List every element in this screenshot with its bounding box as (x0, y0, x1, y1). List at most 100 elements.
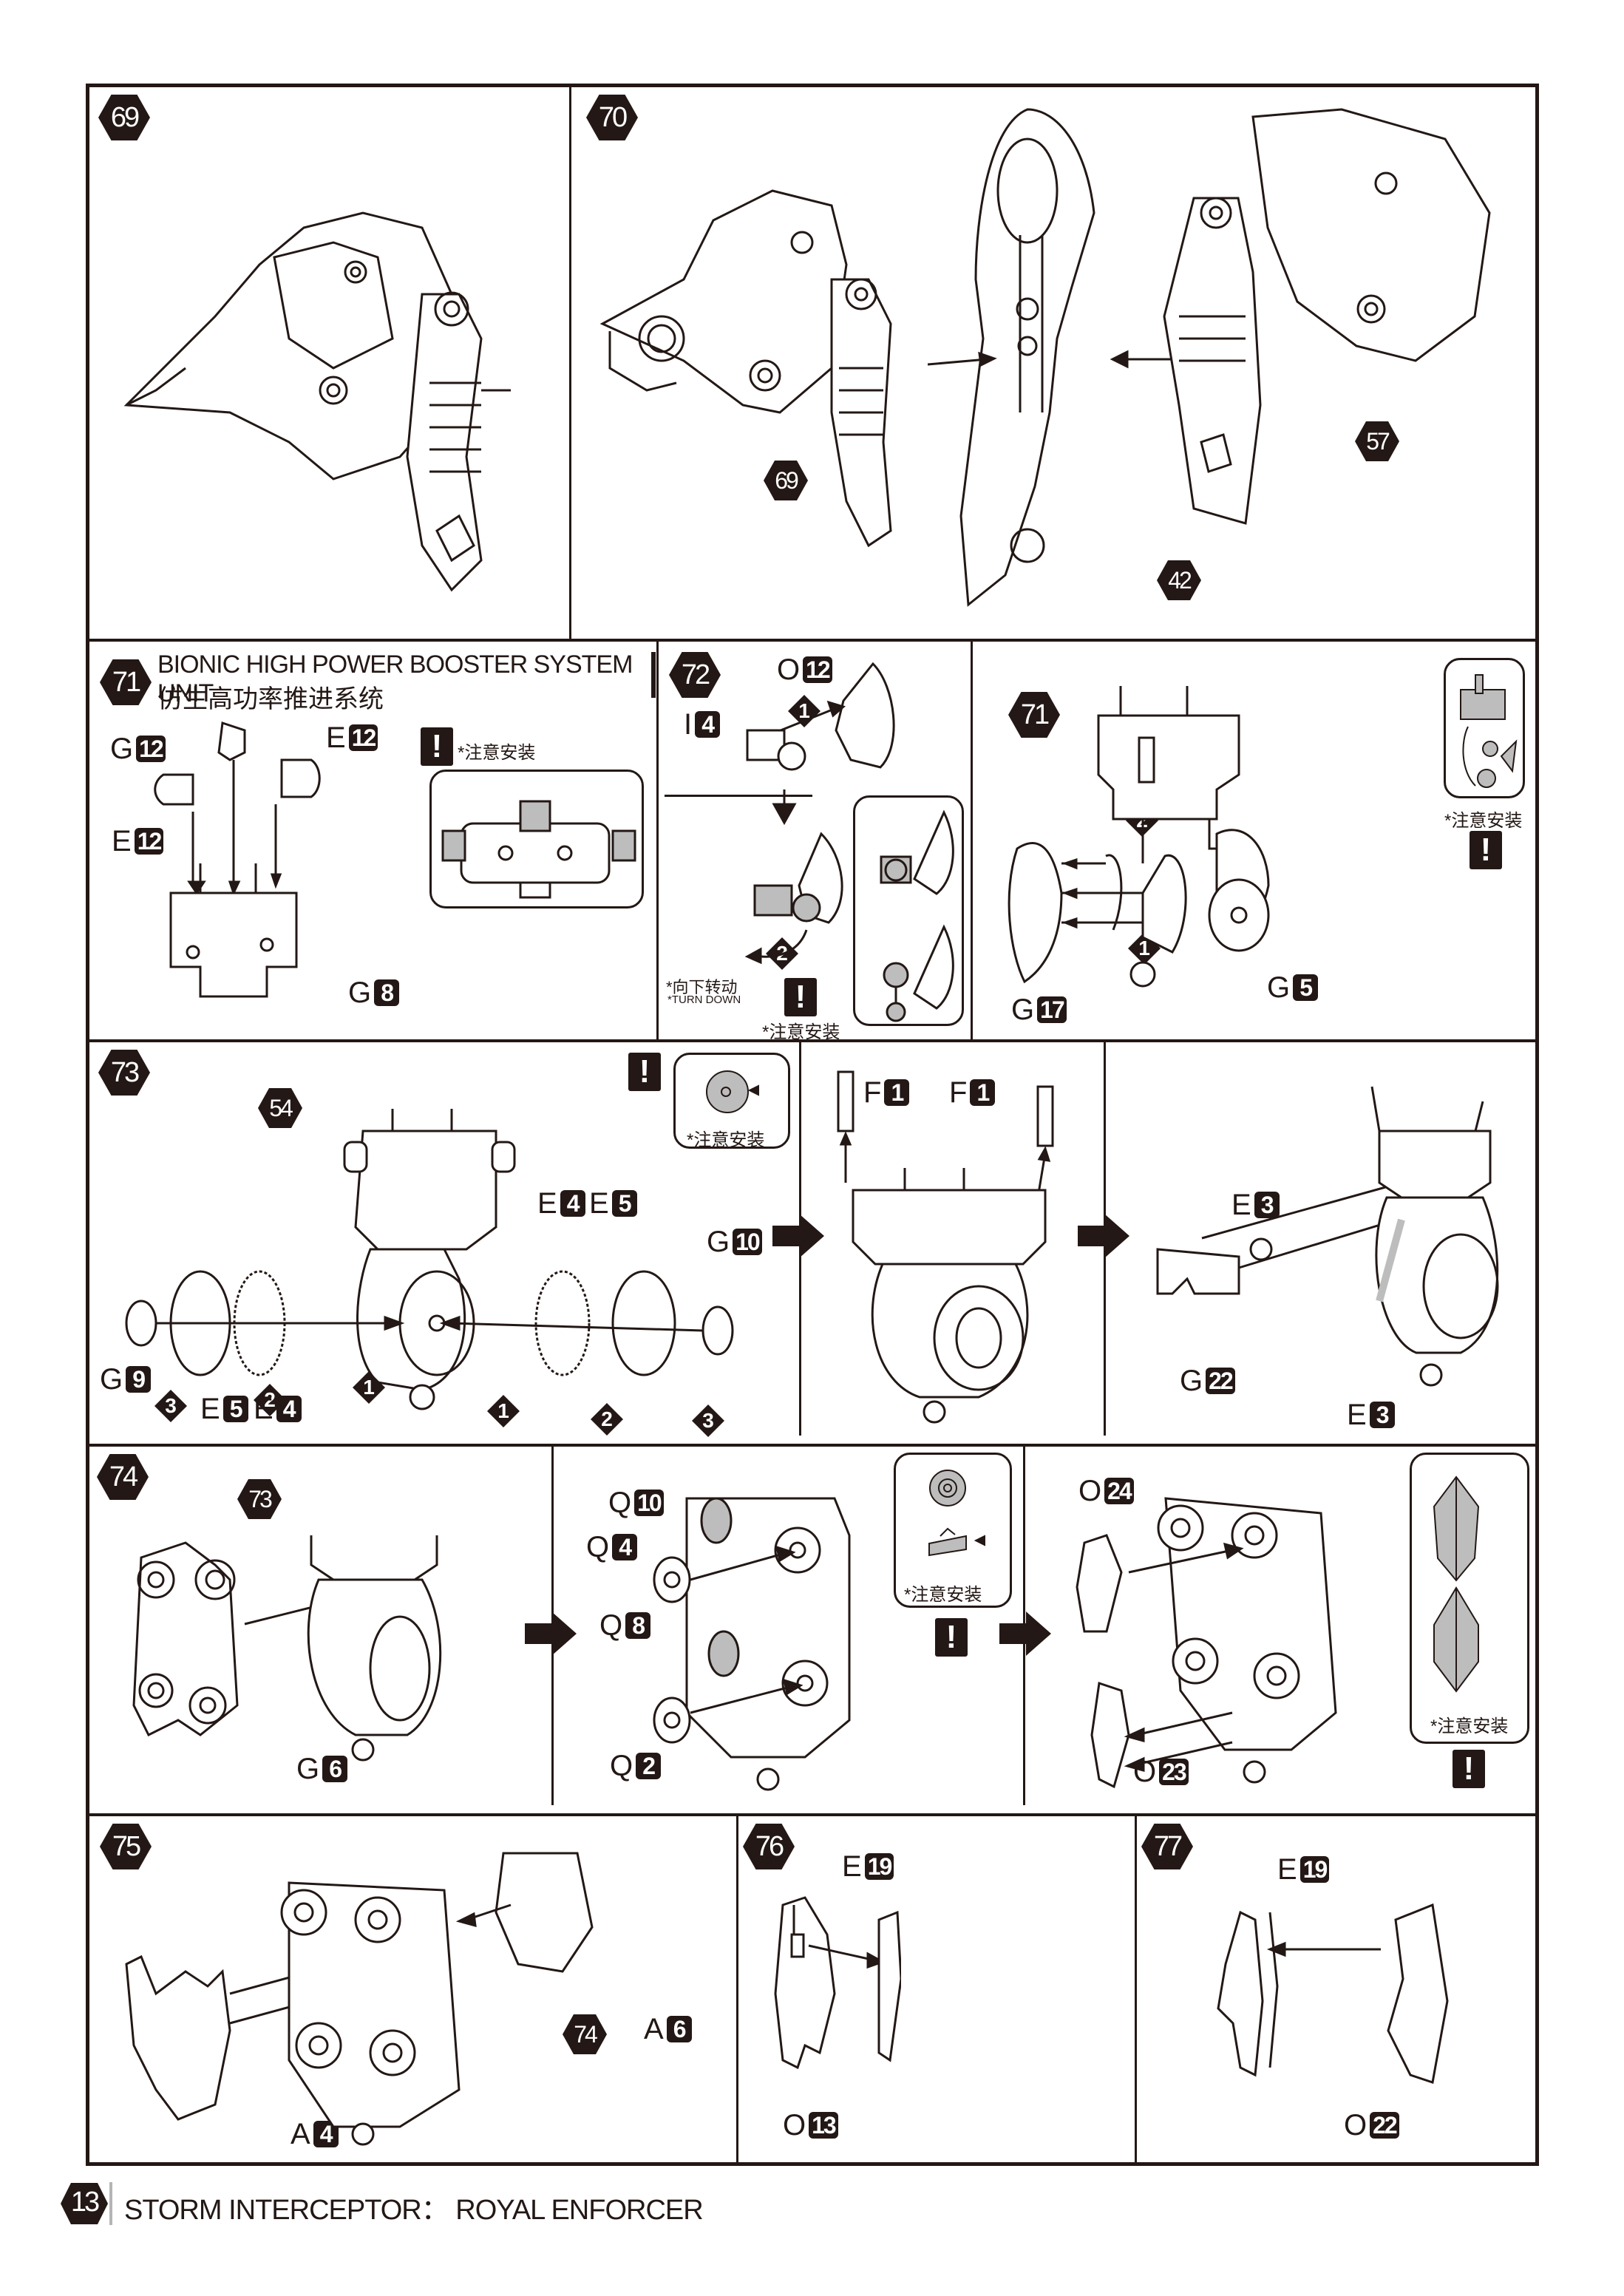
row-divider-4 (86, 1813, 1539, 1816)
ref-badge-57: 57 (1355, 421, 1399, 461)
step-title-en: BIONIC HIGH POWER BOOSTER SYSTEM UNIT (157, 651, 633, 707)
step-71-panel: 71 BIONIC HIGH POWER BOOSTER SYSTEM UNIT… (89, 642, 656, 1039)
caution-icon: ! (421, 727, 453, 766)
next-arrow-icon (772, 1214, 824, 1258)
step-69-panel: 69 (89, 87, 569, 639)
turn-down-note-cn: *向下转动 (666, 978, 738, 996)
next-arrow-icon (1078, 1214, 1129, 1258)
step-number-badge: 76 (743, 1824, 795, 1869)
ref-badge-69: 69 (764, 461, 808, 500)
booster-unit-illustration (134, 716, 356, 1026)
next-arrow-icon (525, 1611, 577, 1656)
ref-badge-42: 42 (1157, 560, 1201, 600)
caution-note: *注意安装 (458, 743, 536, 763)
step-number-badge: 71 (100, 659, 152, 705)
ref-badge-54: 54 (258, 1088, 302, 1128)
col-divider-r1 (569, 84, 571, 639)
ref-badge-74: 74 (563, 2014, 607, 2054)
row-divider-3 (86, 1444, 1539, 1447)
caution-icon: ! (784, 978, 817, 1016)
hinge-illustration (725, 656, 903, 967)
caution-icon: ! (935, 1618, 968, 1657)
title-bar-mark (651, 652, 656, 698)
caution-note: *注意安装 (687, 1130, 765, 1150)
step-title-cn: 仿生高功率推进系统 (157, 685, 384, 713)
caution-note: *注意安装 (1430, 1716, 1509, 1736)
booster-with-links-illustration (816, 1057, 1090, 1427)
back-armor-illustration (126, 1519, 540, 1801)
row-divider-2 (86, 1039, 1539, 1042)
step-73-panel: 73 54 ! *注意安装 3 2 1 (89, 1042, 799, 1444)
caution-callout (1410, 1453, 1529, 1744)
side-armor-illustration (1055, 1469, 1380, 1794)
page-footer-title: STORM INTERCEPTOR： ROYAL ENFORCER (124, 2195, 704, 2226)
caution-icon: ! (1470, 831, 1502, 869)
footer-divider (109, 2182, 112, 2225)
step-number-badge: 72 (669, 652, 721, 698)
booster-assembly-illustration (995, 671, 1379, 996)
ref-badge-73: 73 (237, 1479, 282, 1519)
thruster-nozzle-illustration (583, 1476, 908, 1801)
next-arrow-icon (999, 1611, 1051, 1656)
backpack-assembly-illustration (119, 1838, 696, 2149)
step-70-panel: 70 (573, 87, 1535, 639)
wing-clip-illustration (768, 1890, 903, 2082)
insert-arrows (928, 350, 1172, 369)
caution-callout (429, 770, 644, 908)
arm-assembly-illustration (112, 146, 555, 619)
col-divider-r2b (971, 642, 973, 1039)
step-number-badge: 69 (98, 95, 150, 140)
page-number: 13 (70, 2187, 100, 2218)
caution-icon: ! (1453, 1750, 1485, 1788)
step-number-badge: 70 (586, 95, 638, 140)
step-number-badge: 73 (98, 1050, 150, 1096)
gear-assembly-illustration (112, 1101, 792, 1427)
turn-down-note-en: *TURN DOWN (667, 994, 741, 1006)
step-number-badge: 74 (97, 1454, 149, 1500)
caution-callout (853, 795, 964, 1026)
page-frame (86, 84, 1539, 2166)
row-divider-1 (86, 639, 1539, 642)
caution-icon: ! (628, 1053, 661, 1091)
caution-callout (673, 1053, 790, 1149)
wing-pair-illustration (1211, 1898, 1462, 2090)
arm-left-illustration (595, 146, 920, 560)
col-divider-r5b (1135, 1816, 1137, 2166)
step-number-badge: 77 (1141, 1824, 1193, 1869)
caution-note: *注意安装 (904, 1585, 982, 1605)
caution-note: *注意安装 (762, 1022, 840, 1042)
col-divider-r2a (656, 642, 659, 1039)
